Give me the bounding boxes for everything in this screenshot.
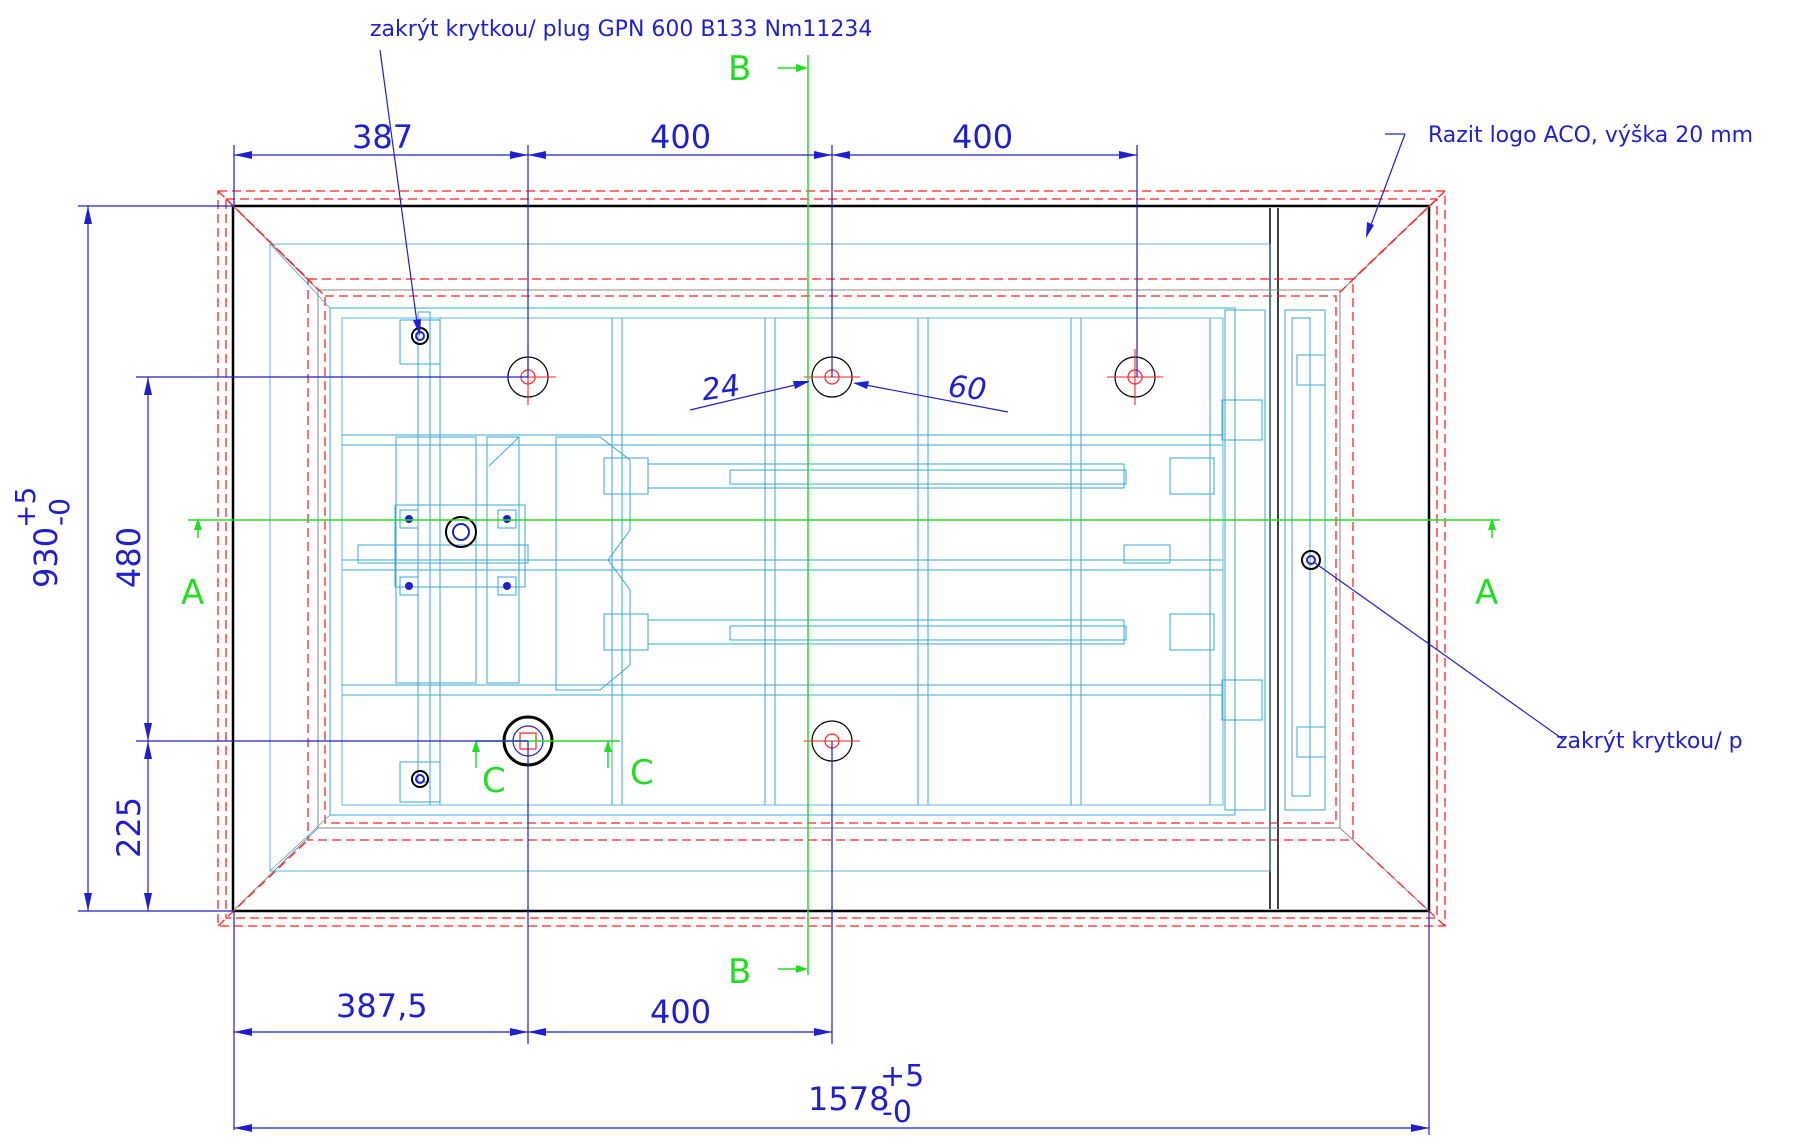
- note-leaders: [379, 49, 1565, 741]
- section-axes: [188, 55, 1500, 975]
- dim-overall-width: 1578: [808, 1080, 889, 1118]
- section-mark-texts: A A B B C C: [181, 49, 1498, 992]
- lifting-holes: [500, 349, 1163, 767]
- note-logo: Razit logo ACO, výška 20 mm: [1428, 123, 1753, 148]
- section-b-bottom: B: [728, 952, 751, 992]
- dim-overall-width-tol-upper: +5: [880, 1059, 924, 1094]
- dim-overall-height-tol-lower: -0: [43, 498, 76, 526]
- dim-225: 225: [110, 797, 148, 858]
- section-a-left: A: [181, 573, 204, 613]
- dim-angle-60: 60: [946, 369, 988, 408]
- dim-480: 480: [110, 527, 148, 588]
- section-c-left: C: [482, 761, 506, 801]
- section-a-right: A: [1475, 573, 1498, 613]
- dim-overall-height: 930: [27, 527, 65, 588]
- dim-overall-width-tol-lower: -0: [882, 1095, 912, 1130]
- dimension-texts: 387 400 400 387,5 400 1578 +5 -0 24 60 9…: [9, 118, 1013, 1130]
- dim-top-400-a: 400: [650, 118, 711, 156]
- dim-overall-height-tol-upper: +5: [9, 487, 42, 528]
- annotation-texts: zakrýt krytkou/ plug GPN 600 B133 Nm1123…: [370, 17, 1753, 754]
- dimension-lines: [78, 145, 1430, 1135]
- dim-bottom-400: 400: [650, 993, 711, 1031]
- note-plug-right: zakrýt krytkou/ p: [1556, 729, 1743, 754]
- dim-bottom-387-5: 387,5: [336, 987, 428, 1025]
- section-c-right: C: [630, 753, 654, 793]
- note-plug-top: zakrýt krytkou/ plug GPN 600 B133 Nm1123…: [370, 17, 872, 42]
- section-b-top: B: [728, 49, 751, 89]
- dim-top-400-b: 400: [952, 118, 1013, 156]
- dim-top-387: 387: [352, 118, 413, 156]
- dim-angle-24: 24: [700, 368, 743, 408]
